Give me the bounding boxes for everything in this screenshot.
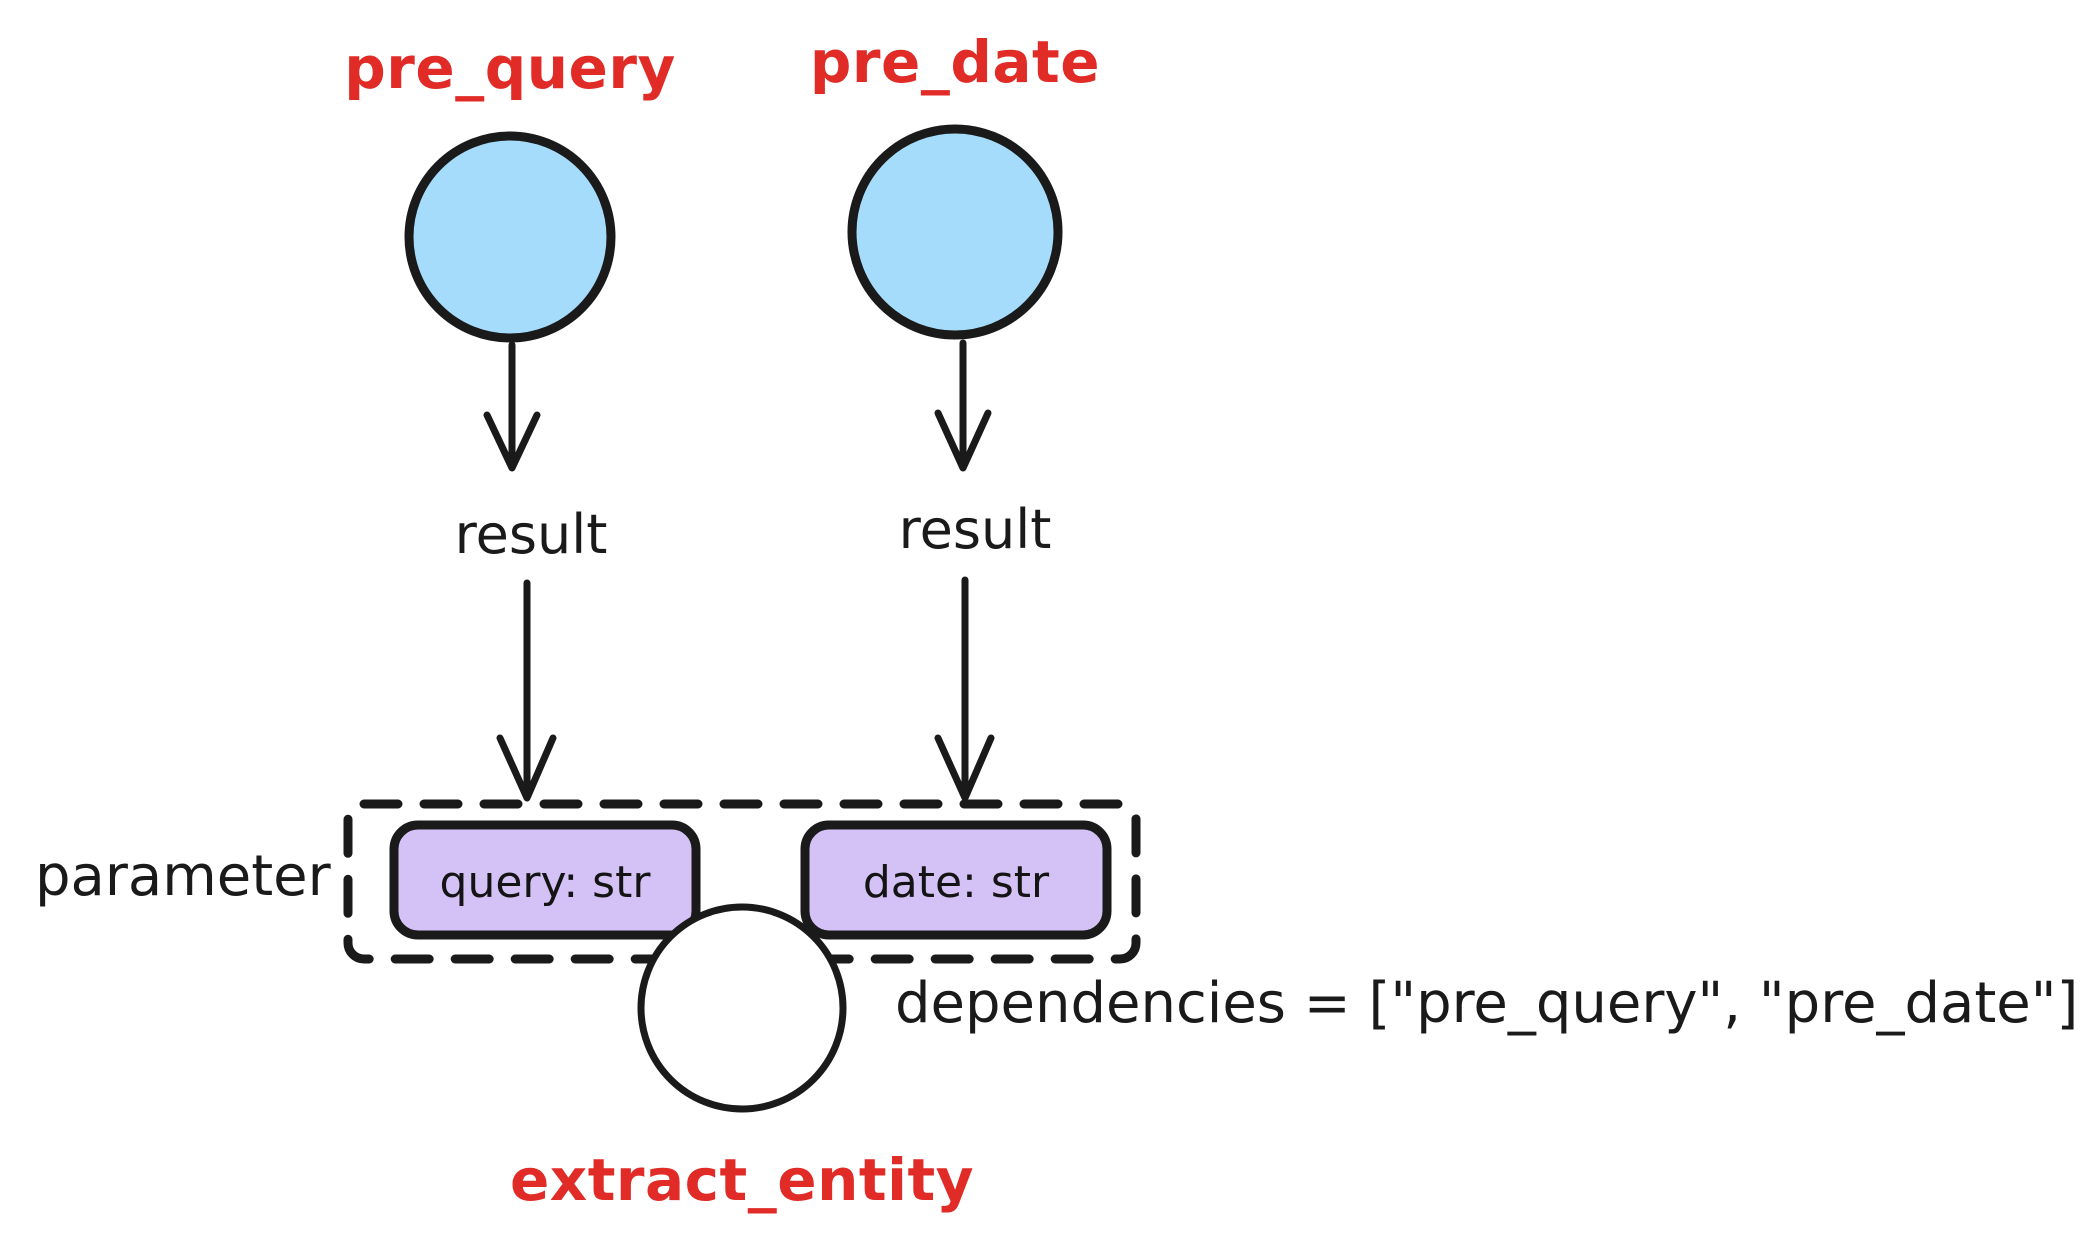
parameter-label-date: date: str (863, 857, 1050, 908)
edge-arrow-pre-date-upper (934, 339, 992, 472)
dependencies-annotation: dependencies = ["pre_query", "pre_date"] (895, 971, 2078, 1036)
source-node-circle-pre-query[interactable] (404, 131, 616, 343)
source-node-label-pre-query: pre_query (344, 34, 676, 102)
target-node-circle-extract-entity[interactable] (637, 903, 847, 1113)
source-node-label-pre-date: pre_date (810, 28, 1100, 96)
source-node-circle-pre-date[interactable] (847, 124, 1063, 340)
target-node-label-extract-entity: extract_entity (510, 1146, 974, 1214)
edge-label-result-left: result (455, 503, 608, 566)
parameter-group-label: parameter (35, 844, 332, 909)
parameter-label-query: query: str (440, 857, 652, 908)
parameter-box-date[interactable] (800, 820, 1112, 940)
edge-label-result-right: result (899, 498, 1052, 561)
parameter-box-query[interactable] (389, 820, 701, 940)
edge-arrow-pre-date-lower (934, 576, 995, 802)
parameter-group-boundary (343, 799, 1141, 964)
edge-arrow-pre-query-upper (483, 341, 541, 472)
edge-arrow-pre-query-lower (496, 579, 557, 802)
